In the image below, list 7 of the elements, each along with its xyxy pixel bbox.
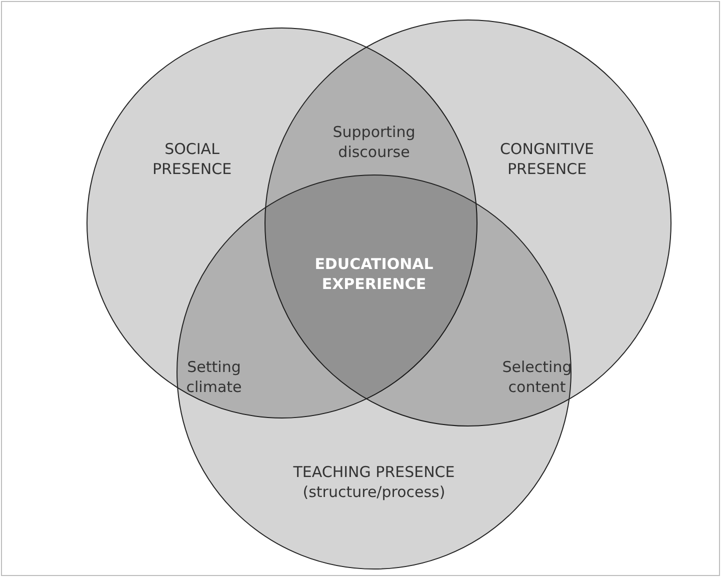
overlap-label: Supporting discourse — [314, 122, 434, 162]
overlap-label: Selecting content — [487, 357, 587, 397]
center-label: EDUCATIONAL EXPERIENCE — [299, 254, 449, 294]
set-label: CONGNITIVE PRESENCE — [498, 139, 596, 179]
set-label: TEACHING PRESENCE (structure/process) — [292, 462, 456, 502]
set-label: SOCIAL PRESENCE — [151, 139, 233, 179]
overlap-label: Setting climate — [164, 357, 264, 397]
